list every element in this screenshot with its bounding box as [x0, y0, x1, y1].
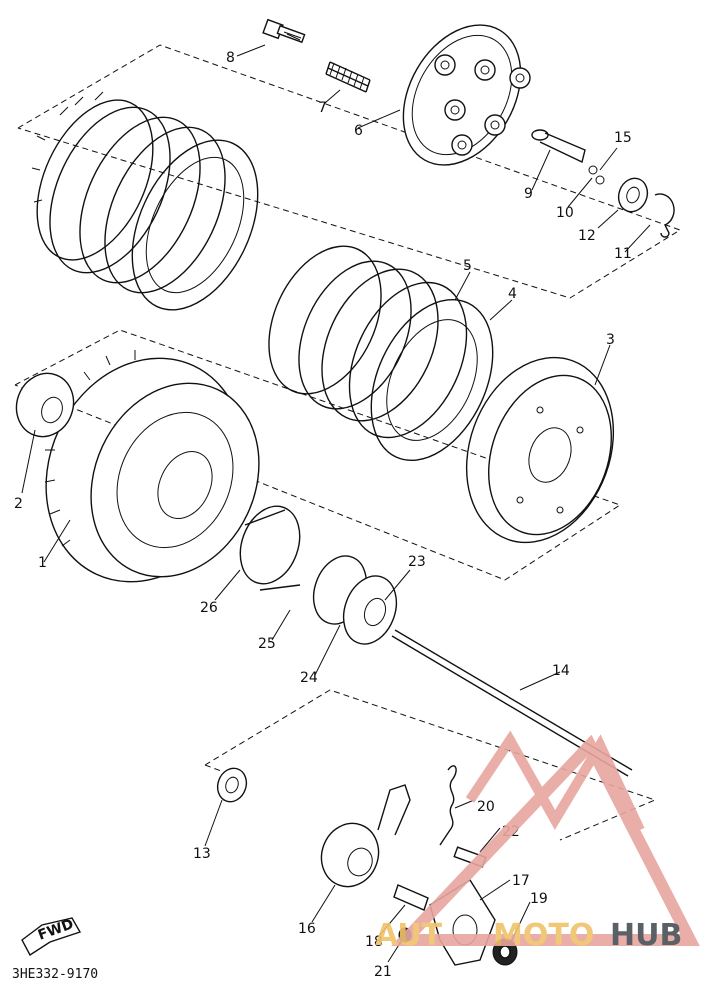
- part-label-8: 8: [226, 50, 235, 66]
- part-label-10: 10: [556, 205, 574, 221]
- part-label-6: 6: [354, 123, 363, 139]
- part-label-15: 15: [614, 130, 632, 146]
- part-label-13: 13: [193, 846, 211, 862]
- part-label-4: 4: [508, 286, 517, 302]
- part-label-3: 3: [606, 332, 615, 348]
- part-label-24: 24: [300, 670, 318, 686]
- part-12-bearing: [617, 177, 649, 213]
- part-18-screw: [393, 884, 429, 911]
- middle-plate-stack: [268, 245, 494, 462]
- part-label-19: 19: [530, 891, 548, 907]
- part-label-18: 18: [365, 934, 383, 950]
- parts-23-26-sleeve-washers: [239, 505, 398, 645]
- part-6-pressure-plate: [402, 24, 531, 166]
- part-label-5: 5: [463, 258, 472, 274]
- upper-plate-stack: [31, 91, 259, 311]
- part-label-1: 1: [38, 555, 47, 571]
- watermark-text-a: AUT: [375, 918, 443, 953]
- part-9-push-piece: [531, 129, 586, 163]
- part-13-bearing: [216, 767, 248, 803]
- part-3-clutch-boss: [465, 356, 615, 544]
- part-8-bolt: [262, 18, 306, 44]
- part-label-25: 25: [258, 636, 276, 652]
- part-label-12: 12: [578, 228, 596, 244]
- drawing-code: 3HE332-9170: [12, 967, 98, 982]
- part-label-2: 2: [14, 496, 23, 512]
- part-number-labels: 1 2 3 4 5 6 7 8 9 10 11 12 13 14 15 16 1…: [14, 50, 632, 980]
- part-2-thrust-washer: [15, 372, 75, 438]
- part-label-17: 17: [512, 873, 530, 889]
- parts-10-15-rings: [588, 165, 605, 185]
- part-label-26: 26: [200, 600, 218, 616]
- part-label-7: 7: [318, 100, 327, 116]
- part-16-push-lever: [320, 784, 411, 888]
- part-label-20: 20: [477, 799, 495, 815]
- watermark-text-c: HUB: [610, 918, 682, 953]
- part-label-16: 16: [298, 921, 316, 937]
- part-label-21: 21: [374, 964, 392, 980]
- watermark-text-b: MOTO: [493, 918, 594, 953]
- part-label-11: 11: [614, 246, 632, 262]
- watermark-logo: AUT MOTO HUB: [375, 730, 700, 953]
- part-11-circlip: [654, 193, 675, 238]
- part-label-14: 14: [552, 663, 570, 679]
- part-7-spring: [325, 61, 371, 93]
- leader-lines: [21, 44, 651, 963]
- part-label-23: 23: [408, 554, 426, 570]
- part-20-spring: [439, 765, 457, 846]
- part-label-9: 9: [524, 186, 533, 202]
- fwd-arrow-icon: FWD: [21, 916, 82, 957]
